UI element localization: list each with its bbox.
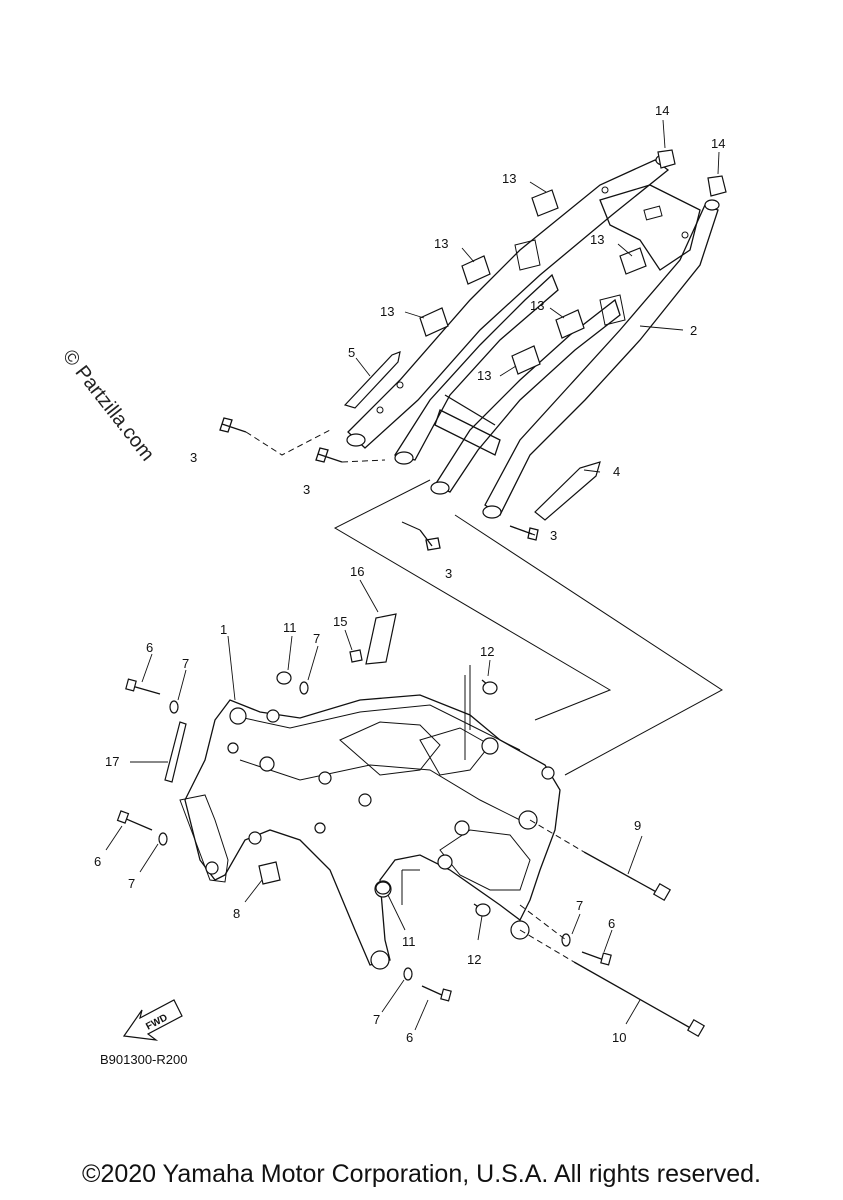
bolt	[219, 417, 539, 551]
callout-3: 3	[550, 528, 557, 543]
rubber-cap	[657, 149, 727, 197]
callout-7: 7	[128, 876, 135, 891]
callout-13: 13	[380, 304, 394, 319]
callout-14: 14	[711, 136, 725, 151]
callout-13: 13	[590, 232, 604, 247]
callout-8: 8	[233, 906, 240, 921]
callout-7: 7	[313, 631, 320, 646]
fwd-arrow-icon: FWD	[122, 999, 183, 1041]
callout-7: 7	[373, 1012, 380, 1027]
copyright-notice: ©2020 Yamaha Motor Corporation, U.S.A. A…	[82, 1160, 761, 1188]
cover-plate-left	[343, 351, 401, 409]
side-plate	[164, 721, 187, 783]
callout-16: 16	[350, 564, 364, 579]
fasteners	[116, 671, 706, 1038]
rear-subframe	[346, 154, 720, 519]
callout-5: 5	[348, 345, 355, 360]
callout-14: 14	[655, 103, 669, 118]
callout-13: 13	[477, 368, 491, 383]
callout-2: 2	[690, 323, 697, 338]
callout-1: 1	[220, 622, 227, 637]
main-frame	[179, 694, 561, 970]
callout-13: 13	[502, 171, 516, 186]
leader-lines	[105, 119, 720, 1031]
bolt-paths	[401, 665, 585, 963]
protective-tape	[419, 189, 647, 375]
callout-3: 3	[445, 566, 452, 581]
diagram-code: B901300-R200	[100, 1052, 187, 1067]
callout-12: 12	[467, 952, 481, 967]
callout-11: 11	[283, 620, 297, 635]
callout-17: 17	[105, 754, 119, 769]
callout-9: 9	[634, 818, 641, 833]
callout-13: 13	[434, 236, 448, 251]
callout-6: 6	[146, 640, 153, 655]
callout-10: 10	[612, 1030, 626, 1045]
callout-4: 4	[613, 464, 620, 479]
watermark: © Partzilla.com	[58, 346, 158, 466]
callout-11: 11	[402, 934, 416, 949]
callout-6: 6	[406, 1030, 413, 1045]
callout-12: 12	[480, 644, 494, 659]
callout-labels: 14 14 13 13 13 13 13 13 2 5 4 3 3 3 3 16…	[94, 103, 725, 1045]
label-sticker	[365, 613, 397, 665]
callout-13: 13	[530, 298, 544, 313]
callout-7: 7	[576, 898, 583, 913]
callout-15: 15	[333, 614, 347, 629]
assembly-guides	[245, 429, 723, 776]
callout-3: 3	[303, 482, 310, 497]
clip	[349, 649, 363, 663]
callout-3: 3	[190, 450, 197, 465]
cover-plate-right	[534, 461, 601, 521]
callout-6: 6	[94, 854, 101, 869]
callout-7: 7	[182, 656, 189, 671]
callout-6: 6	[608, 916, 615, 931]
